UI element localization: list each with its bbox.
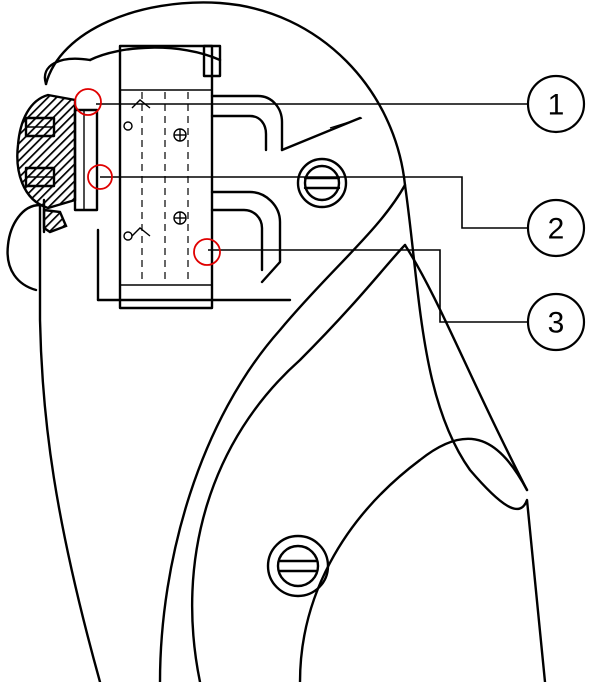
highlight-marker-2 bbox=[87, 164, 113, 190]
pipe-lines bbox=[210, 94, 363, 284]
highlight-marker-3 bbox=[193, 238, 221, 266]
lower-bolt bbox=[266, 534, 330, 598]
leader-lines bbox=[96, 103, 528, 323]
callout-label-3: 3 bbox=[548, 307, 565, 340]
callout-3: 3 bbox=[526, 292, 586, 352]
highlight-markers bbox=[74, 88, 221, 266]
highlight-marker-1 bbox=[74, 88, 102, 116]
callout-label-1: 1 bbox=[548, 89, 565, 122]
head-section bbox=[16, 93, 99, 234]
callout-2: 2 bbox=[526, 198, 586, 258]
housing-outline bbox=[6, 1, 547, 682]
callout-1: 1 bbox=[526, 74, 586, 134]
callout-label-2: 2 bbox=[548, 213, 565, 246]
upper-bolt bbox=[296, 157, 348, 209]
